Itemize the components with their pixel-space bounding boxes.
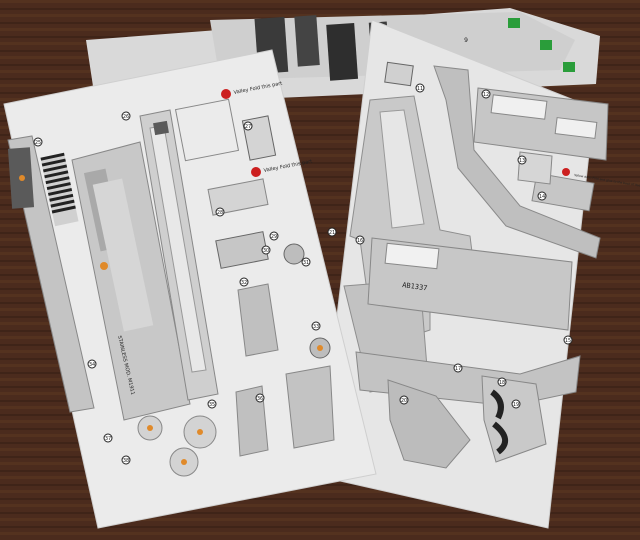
- grip-stripes: [40, 152, 79, 227]
- svg-text:15: 15: [565, 338, 571, 344]
- svg-text:29: 29: [271, 234, 277, 240]
- svg-text:25: 25: [35, 140, 41, 146]
- warning-icon-2: [251, 167, 261, 177]
- svg-text:28: 28: [217, 210, 223, 216]
- svg-text:37: 37: [105, 436, 111, 442]
- svg-text:13: 13: [519, 158, 525, 164]
- barrel-part: [433, 65, 601, 259]
- svg-text:19: 19: [513, 402, 519, 408]
- svg-text:14: 14: [539, 194, 545, 200]
- svg-text:34: 34: [89, 362, 95, 368]
- svg-text:16: 16: [357, 238, 363, 244]
- svg-text:27: 27: [245, 124, 251, 130]
- svg-text:33: 33: [313, 324, 319, 330]
- svg-text:20: 20: [401, 398, 407, 404]
- svg-text:12: 12: [483, 92, 489, 98]
- front-sheet: STAINLESS MOD. M1911 Valley Fold this pa…: [3, 49, 377, 529]
- warning-icon: [562, 168, 570, 176]
- svg-text:21: 21: [329, 230, 335, 236]
- svg-text:30: 30: [263, 248, 269, 254]
- svg-text:31: 31: [303, 260, 309, 266]
- front-part-numbers: 25 26 27 28 29 30 31 32 33 34 35 36 37 3…: [33, 111, 321, 465]
- svg-text:32: 32: [241, 280, 247, 286]
- svg-text:11: 11: [417, 86, 423, 92]
- right-sheet: AB1337 Yellow dots: Fold and glue to the…: [317, 19, 640, 529]
- slide-serial: AB1337: [402, 281, 428, 292]
- svg-text:35: 35: [209, 402, 215, 408]
- svg-text:18: 18: [499, 380, 505, 386]
- warning-icon-1: [221, 89, 231, 99]
- back-sheet-mark: 9: [464, 37, 468, 44]
- svg-text:17: 17: [455, 366, 461, 372]
- svg-text:36: 36: [257, 396, 263, 402]
- svg-text:26: 26: [123, 114, 129, 120]
- svg-text:38: 38: [123, 458, 129, 464]
- right-part-numbers: 11 12 13 14 15 16 17 18 19 20 21: [327, 83, 573, 409]
